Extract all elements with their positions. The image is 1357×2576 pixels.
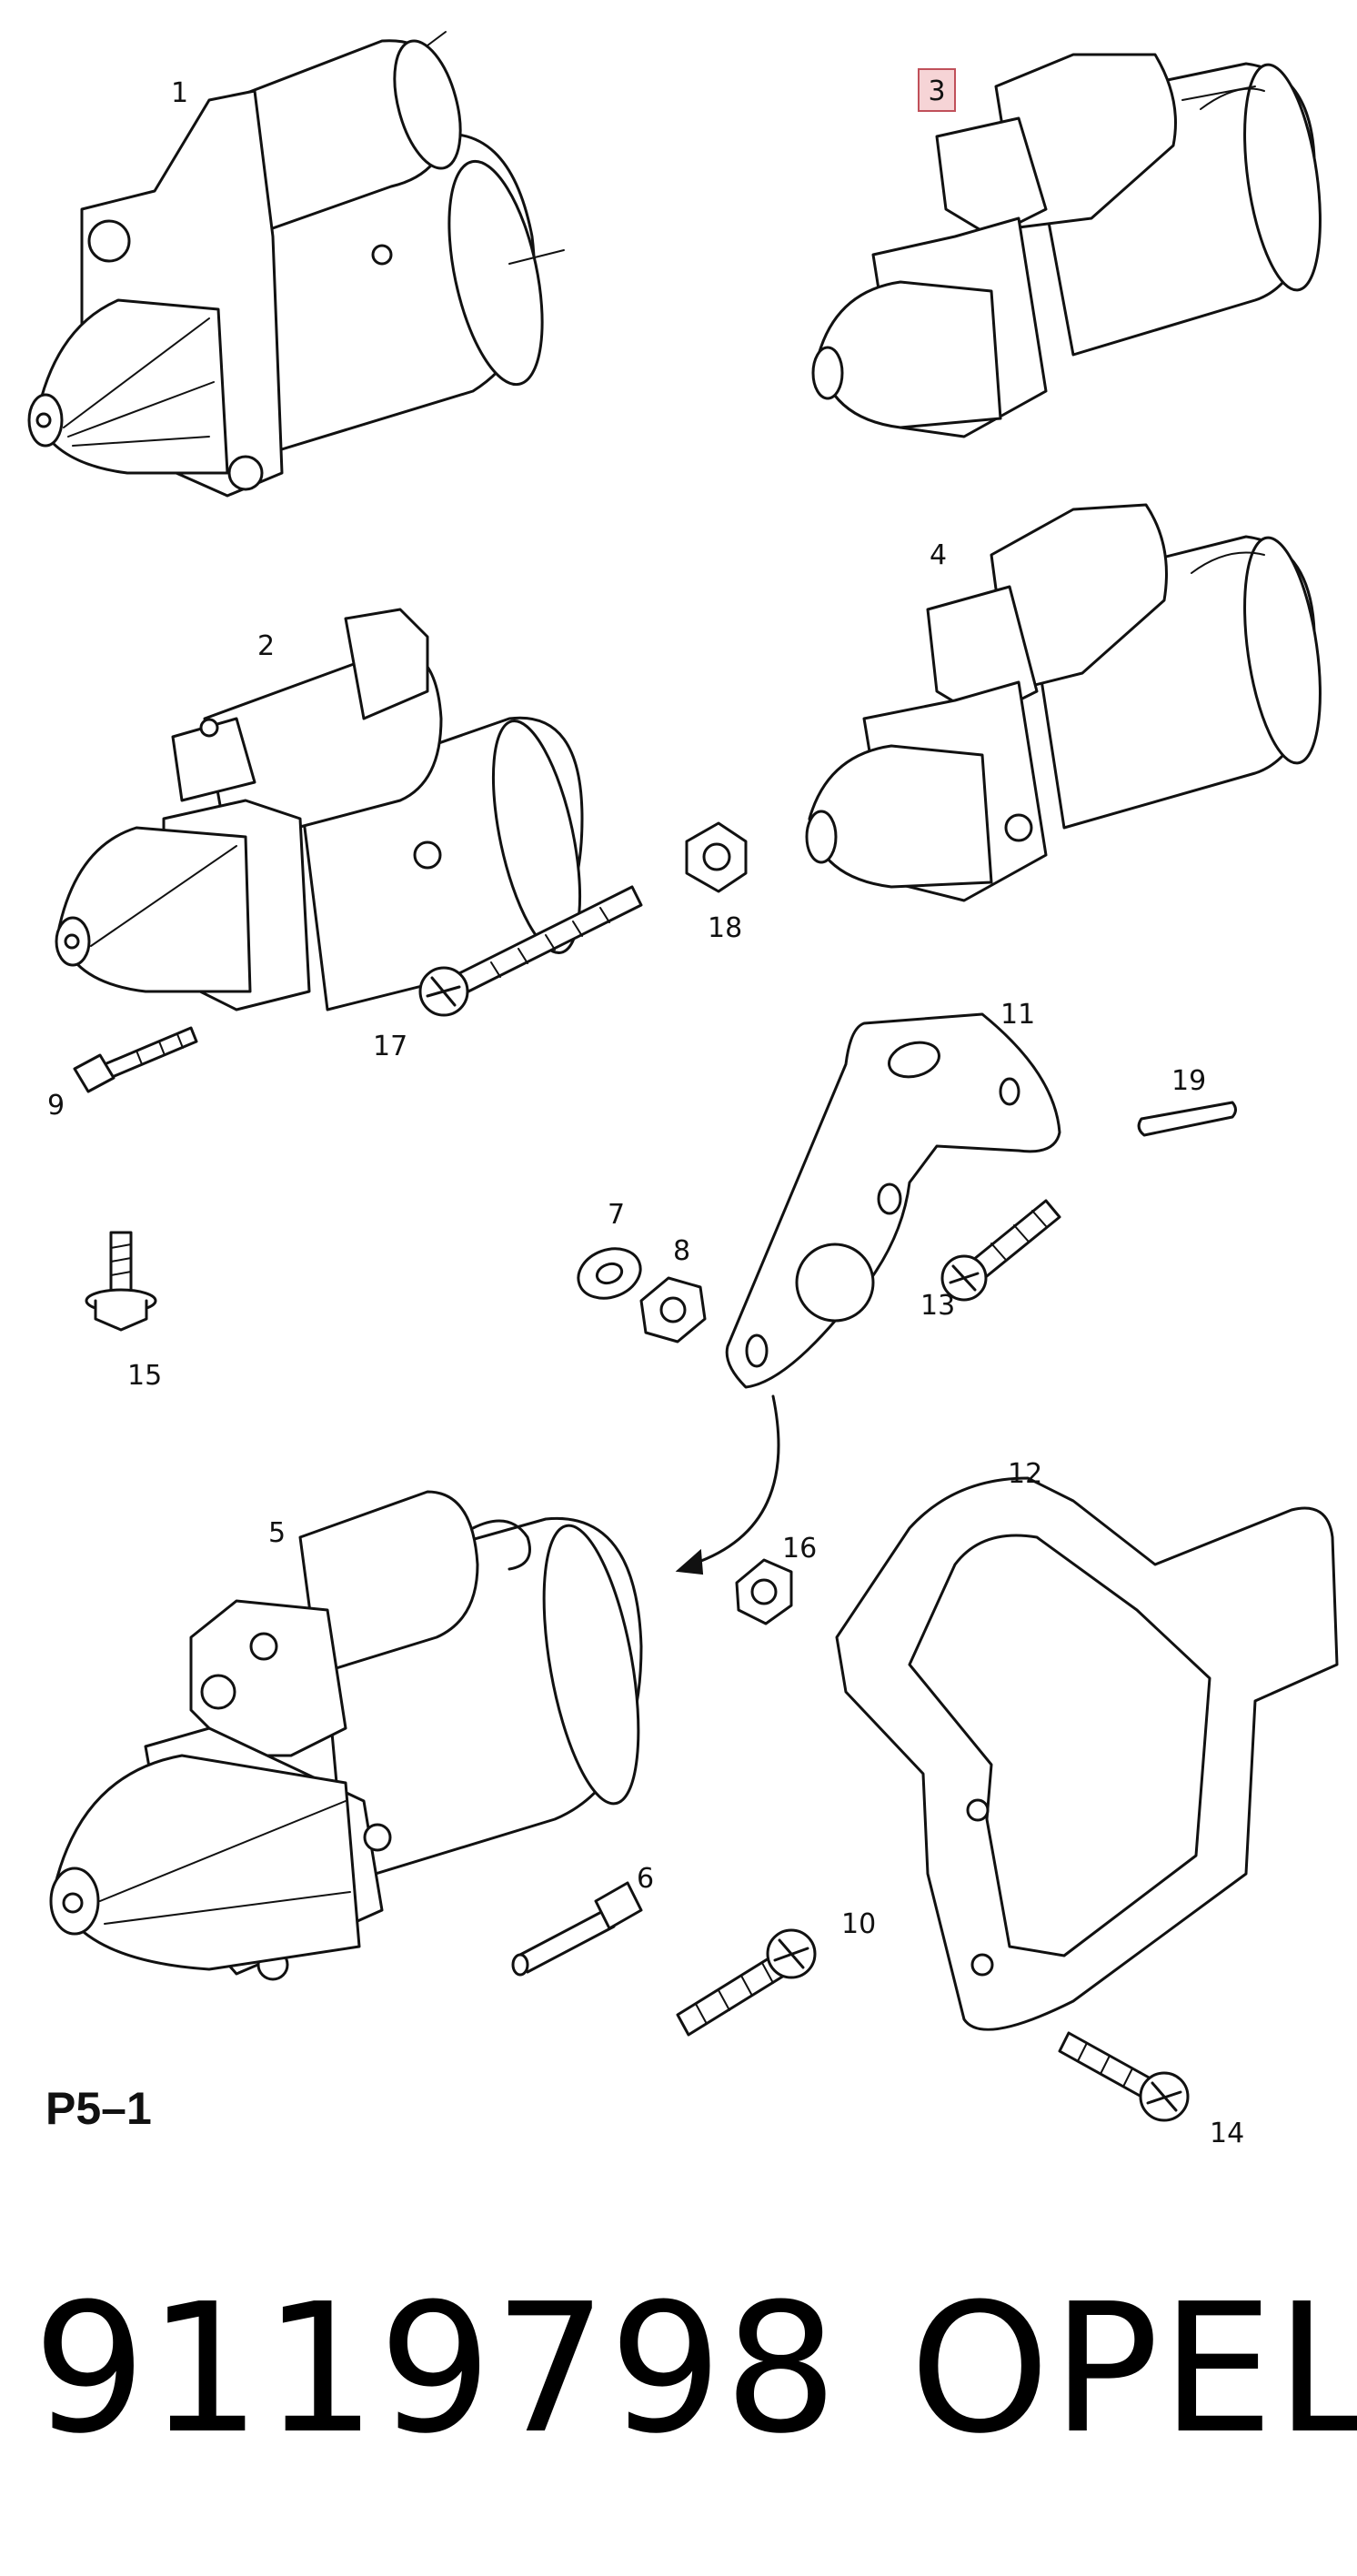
callout-labels: 1 2 4 5 6 7 8 9 10 11 12 13 14 15 16 17 … [47,77,1244,2149]
callout-12: 12 [1008,1458,1042,1490]
bracket-11 [725,1012,1061,1389]
starter-motor-3 [811,53,1322,438]
callout-4: 4 [930,539,947,571]
brand-name: OPEL [910,2266,1357,2473]
page-code: P5–1 [45,2083,152,2134]
callout-7: 7 [608,1199,625,1231]
callout-3: 3 [928,75,945,107]
starter-motor-5 [49,1490,643,1981]
callout-15: 15 [127,1360,162,1392]
bolt-17 [418,885,643,1017]
callout-13: 13 [920,1290,955,1322]
nut-16 [735,1558,793,1625]
callout-3-highlight[interactable]: 3 [918,68,956,112]
part-number: 9119798 [33,2266,839,2473]
washer-7 [577,1247,642,1300]
callout-19: 19 [1171,1065,1206,1097]
callout-18: 18 [708,912,742,944]
starter-motor-2 [55,608,584,1011]
starter-motor-1 [27,31,565,498]
bolt-9 [73,1026,198,1093]
callout-8: 8 [673,1235,690,1267]
bolt-6 [511,1881,643,1977]
callout-6: 6 [637,1863,654,1895]
pin-19 [1137,1101,1237,1137]
callout-1: 1 [171,77,188,109]
callout-2: 2 [257,630,275,662]
assembly-arrow [675,1394,780,1575]
callout-10: 10 [841,1908,876,1940]
callout-14: 14 [1210,2118,1244,2149]
heat-shield-12 [835,1476,1339,2031]
callout-16: 16 [782,1533,817,1565]
bolt-13 [940,1199,1061,1302]
callout-17: 17 [373,1031,407,1062]
nut-8 [639,1276,707,1343]
bolt-15 [85,1231,157,1332]
starter-motor-4 [805,503,1322,902]
callout-9: 9 [47,1090,65,1122]
nut-18 [685,821,748,893]
callout-5: 5 [268,1517,286,1549]
bolt-14 [1058,2031,1190,2122]
bolt-10 [676,1928,817,2037]
callout-11: 11 [1000,999,1035,1031]
